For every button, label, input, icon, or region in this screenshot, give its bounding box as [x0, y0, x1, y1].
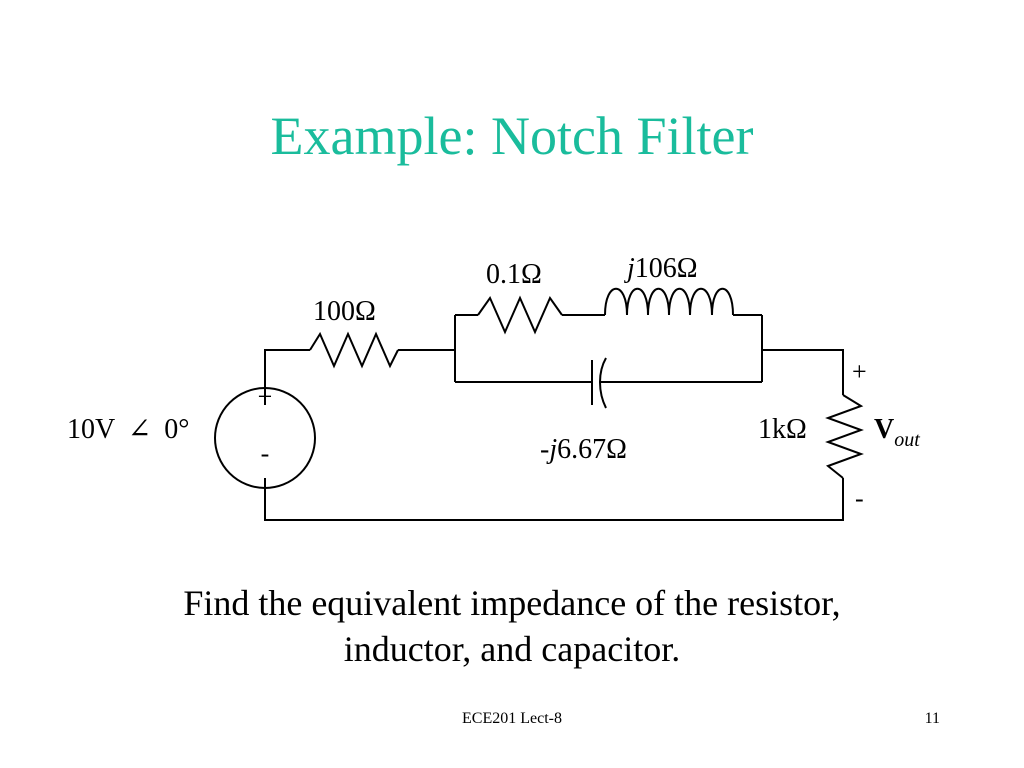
capacitor-label: -j6.67Ω [540, 434, 627, 465]
vout-subscript: out [894, 429, 920, 451]
voltage-source-symbol [214, 387, 316, 489]
vout-plus-label: + [852, 357, 867, 386]
resistor-1k-label: 1kΩ [758, 414, 807, 445]
inductor-j: j [624, 253, 635, 284]
vout-minus-label: - [855, 484, 864, 513]
capacitor-value: 6.67Ω [557, 434, 627, 465]
resistor-100-symbol [309, 331, 399, 369]
wire-source-top [264, 349, 310, 405]
capacitor-plate-right [599, 357, 607, 409]
source-angle: 0° [164, 414, 189, 445]
body-text: Find the equivalent impedance of the res… [60, 580, 964, 672]
vout-symbol: V [874, 414, 894, 445]
wire-bottom-return [264, 478, 844, 521]
resistor-1k-symbol [825, 394, 864, 479]
source-minus-label: - [261, 439, 270, 468]
source-value-label: 10V ∠ 0° [67, 414, 189, 445]
inductor-label: j106Ω [624, 253, 698, 284]
resistor-0.1-symbol [477, 295, 563, 335]
source-magnitude: 10V [67, 414, 115, 445]
footer-page-number: 11 [924, 710, 940, 727]
inductor-symbol [604, 287, 734, 316]
wire-to-load [762, 349, 844, 395]
resistor-0.1-label: 0.1Ω [486, 259, 542, 290]
capacitor-j: j [546, 434, 557, 465]
vout-label: Vout [874, 414, 920, 451]
inductor-value: 106Ω [635, 253, 698, 284]
capacitor-sign: - [540, 434, 549, 465]
resistor-100-label: 100Ω [313, 296, 376, 327]
slide-title: Example: Notch Filter [270, 106, 754, 166]
source-plus-label: + [258, 382, 273, 411]
body-text-line-2: inductor, and capacitor. [343, 629, 681, 669]
angle-icon: ∠ [128, 414, 151, 445]
footer-lecture-label: ECE201 Lect-8 [462, 710, 562, 727]
body-text-line-1: Find the equivalent impedance of the res… [183, 583, 841, 623]
